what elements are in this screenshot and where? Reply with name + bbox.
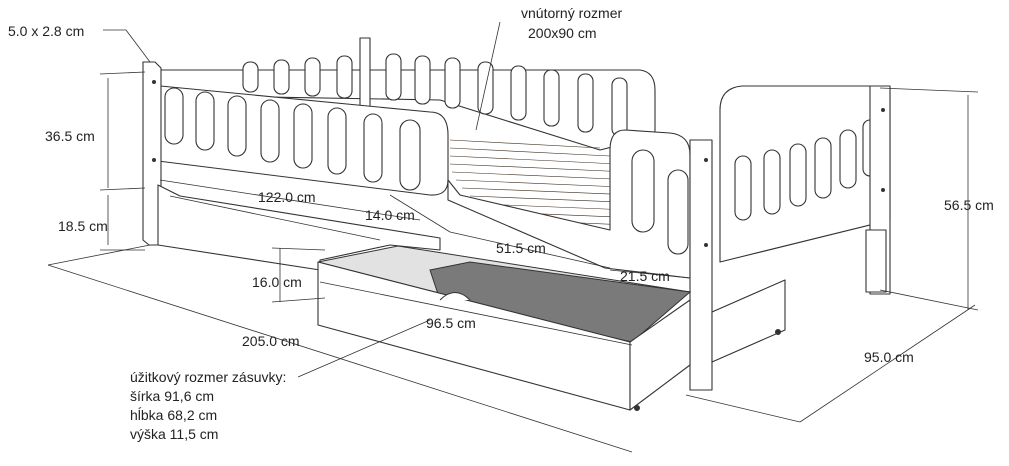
footboard <box>689 85 891 391</box>
drawer-info-width: šírka 91,6 cm <box>130 388 214 404</box>
drawer-info-title: úžitkový rozmer zásuvky: <box>130 369 286 385</box>
label-leg-height: 18.5 cm <box>58 218 108 234</box>
label-corner-post: 5.0 x 2.8 cm <box>8 23 84 39</box>
label-drawer-height: 16.0 cm <box>252 274 302 290</box>
label-total-length: 205.0 cm <box>242 333 300 349</box>
label-total-height: 56.5 cm <box>944 197 994 213</box>
label-inner-title: vnútorný rozmer <box>521 5 622 21</box>
dimension-lines <box>47 21 979 453</box>
right-leg <box>865 229 887 293</box>
label-rail-length: 122.0 cm <box>258 189 316 205</box>
label-total-width: 95.0 cm <box>864 349 914 365</box>
drawer-frame <box>157 184 441 271</box>
drawer-info-depth: hĺbka 68,2 cm <box>130 406 217 423</box>
open-drawer <box>317 245 786 411</box>
drawer-info-height: výška 11,5 cm <box>130 426 218 442</box>
label-gap: 14.0 cm <box>365 207 415 223</box>
label-drawer-length: 96.5 cm <box>426 315 476 331</box>
label-inner-size: 200x90 cm <box>528 25 596 41</box>
label-opening: 51.5 cm <box>496 240 546 256</box>
label-side-end: 21.5 cm <box>620 268 670 284</box>
front-rail-panel <box>149 69 449 196</box>
label-rail-height: 36.5 cm <box>45 128 95 144</box>
